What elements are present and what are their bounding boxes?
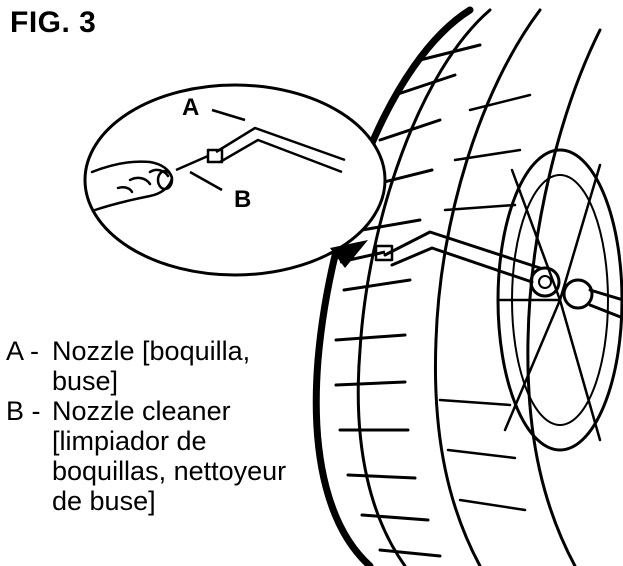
hand-illustration: [90, 160, 174, 212]
callout-b-label: B: [234, 186, 252, 213]
legend-text: Nozzle cleaner [limpiador de boquillas, …: [52, 396, 287, 516]
legend-item-a: A - Nozzle [boquilla, buse]: [6, 336, 286, 396]
nozzle-illustration: [175, 126, 346, 174]
wheel: [312, 6, 623, 566]
callout-b-leader: [189, 170, 223, 192]
callout-a-leader: [211, 108, 246, 122]
legend-key: A -: [6, 336, 40, 366]
parts-legend: A - Nozzle [boquilla, buse] B - Nozzle c…: [6, 336, 286, 516]
callout-a-label: A: [182, 94, 200, 121]
figure-title: FIG. 3: [10, 6, 97, 39]
legend-key: B -: [6, 396, 41, 426]
detail-inset: [83, 83, 387, 277]
legend-item-b: B - Nozzle cleaner [limpiador de boquill…: [6, 396, 286, 516]
legend-text: Nozzle [boquilla, buse]: [52, 336, 251, 396]
